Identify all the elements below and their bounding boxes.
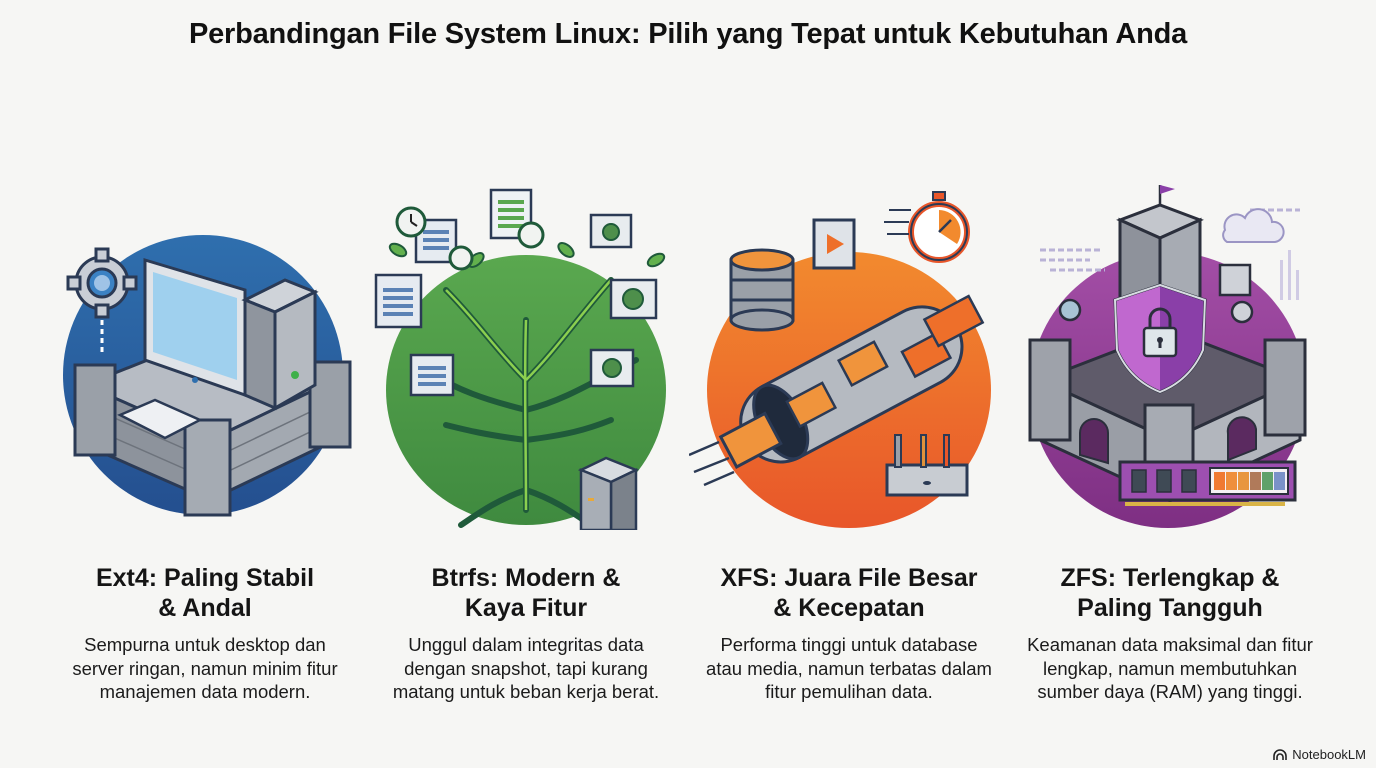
- data-pipe-icon: [689, 180, 1009, 530]
- card-title: Ext4: Paling Stabil & Andal: [95, 564, 315, 622]
- notebooklm-logo-icon: [1273, 748, 1288, 760]
- brand-watermark: NotebookLM: [1273, 747, 1366, 762]
- card-ext4: Ext4: Paling Stabil & Andal Sempurna unt…: [45, 180, 365, 740]
- card-description: Unggul dalam integritas data dengan snap…: [392, 634, 660, 702]
- page-title: Perbandingan File System Linux: Pilih ya…: [188, 18, 1188, 50]
- fortress-desktop-icon: [45, 180, 365, 530]
- card-description: Performa tinggi untuk database atau medi…: [706, 634, 992, 702]
- card-xfs: XFS: Juara File Besar & Kecepatan Perfor…: [689, 180, 1009, 740]
- brand-label: NotebookLM: [1292, 747, 1366, 762]
- card-description: Sempurna untuk desktop dan server ringan…: [72, 634, 338, 702]
- card-description: Keamanan data maksimal dan fitur lengkap…: [1027, 634, 1313, 702]
- card-zfs: ZFS: Terlengkap & Paling Tangguh Keamana…: [1010, 180, 1330, 740]
- card-title: XFS: Juara File Besar & Kecepatan: [720, 564, 978, 622]
- secure-castle-icon: [1010, 180, 1330, 530]
- snapshot-tree-icon: [366, 180, 686, 530]
- card-btrfs: Btrfs: Modern & Kaya Fitur Unggul dalam …: [366, 180, 686, 740]
- card-title: ZFS: Terlengkap & Paling Tangguh: [1060, 564, 1280, 622]
- card-title: Btrfs: Modern & Kaya Fitur: [431, 564, 621, 622]
